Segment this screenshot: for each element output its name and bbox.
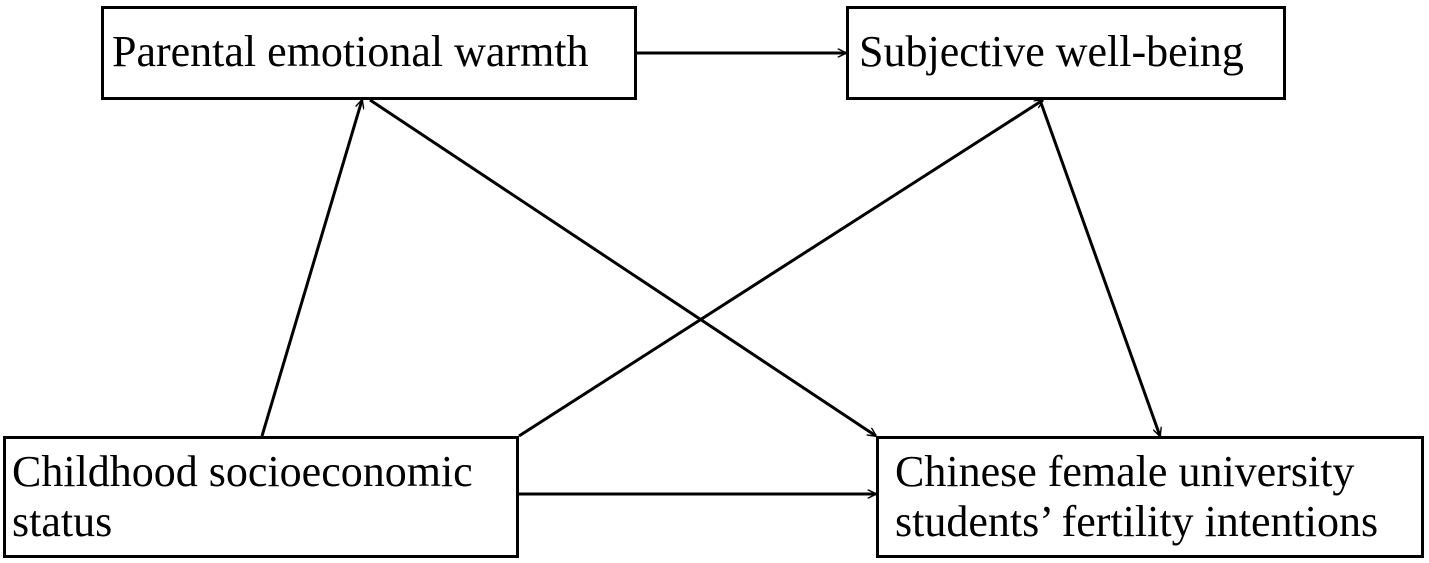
node-label-line: students’ fertility intentions — [895, 497, 1379, 546]
node-label-line: Subjective well-being — [859, 27, 1244, 76]
node-fertility-intentions: Chinese female university students’ fert… — [876, 436, 1424, 558]
arrow-childhood-ses-to-parental-warmth — [260, 100, 362, 437]
node-parental-emotional-warmth: Parental emotional warmth — [101, 6, 637, 100]
node-label-line: status — [12, 497, 113, 546]
node-subjective-well-being: Subjective well-being — [846, 6, 1286, 100]
node-label-line: Chinese female university — [895, 447, 1355, 496]
node-label-line: Childhood socioeconomic — [12, 447, 473, 496]
node-childhood-socioeconomic-status: Childhood socioeconomic status — [3, 436, 519, 558]
arrow-childhood-ses-to-subjective-wellbeing — [518, 98, 1043, 438]
arrow-parental-warmth-to-fertility-intentions — [369, 98, 876, 438]
arrow-subjective-wellbeing-to-fertility-intentions — [1038, 99, 1160, 436]
node-label-line: Parental emotional warmth — [112, 27, 589, 76]
